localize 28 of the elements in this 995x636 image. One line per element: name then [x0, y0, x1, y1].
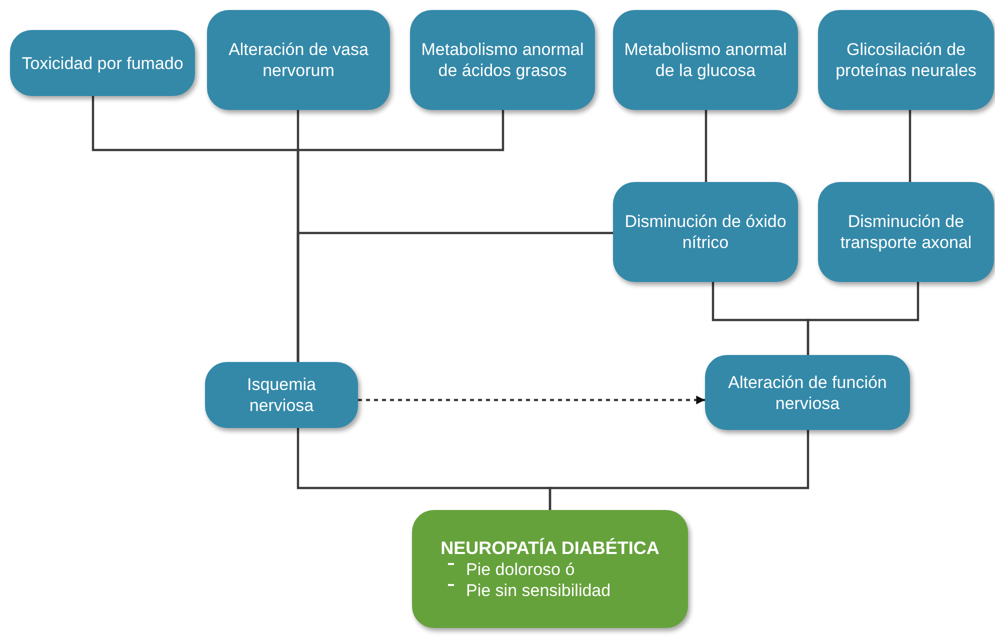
node-label: Metabolismo anormal de ácidos grasos	[420, 39, 585, 81]
node-label: Glicosilación de proteínas neurales	[834, 39, 978, 81]
list-item: Pie doloroso ó	[466, 558, 575, 580]
arrow	[358, 396, 705, 404]
heading: NEUROPATÍA DIABÉTICA	[440, 538, 660, 558]
process-box	[613, 182, 798, 282]
result-box	[412, 510, 688, 628]
connector-line	[806, 282, 920, 355]
node-label: Disminución de óxido nítrico	[624, 211, 788, 253]
node-label: Toxicidad por fumado	[22, 52, 184, 74]
process-box	[818, 182, 994, 282]
connector-line	[296, 232, 613, 362]
process-box	[705, 355, 910, 430]
process-box	[10, 30, 195, 96]
connector-line	[548, 430, 810, 510]
process-box	[410, 10, 595, 110]
process-box	[818, 10, 994, 110]
process-box	[613, 10, 798, 110]
connector-line	[908, 110, 912, 182]
node-label: Isquemia nerviosa	[246, 374, 317, 416]
node-label: Disminución de transporte axonal	[839, 211, 973, 253]
node-label: Metabolismo anormal de la glucosa	[623, 39, 788, 81]
process-box	[205, 362, 358, 428]
connector-line	[704, 110, 708, 182]
list-item: Pie sin sensibilidad	[466, 580, 611, 600]
node-label: Alteración de función nerviosa	[727, 372, 888, 414]
node-label: Alteración de vasa nervorum	[228, 39, 370, 81]
process-box	[207, 10, 390, 110]
